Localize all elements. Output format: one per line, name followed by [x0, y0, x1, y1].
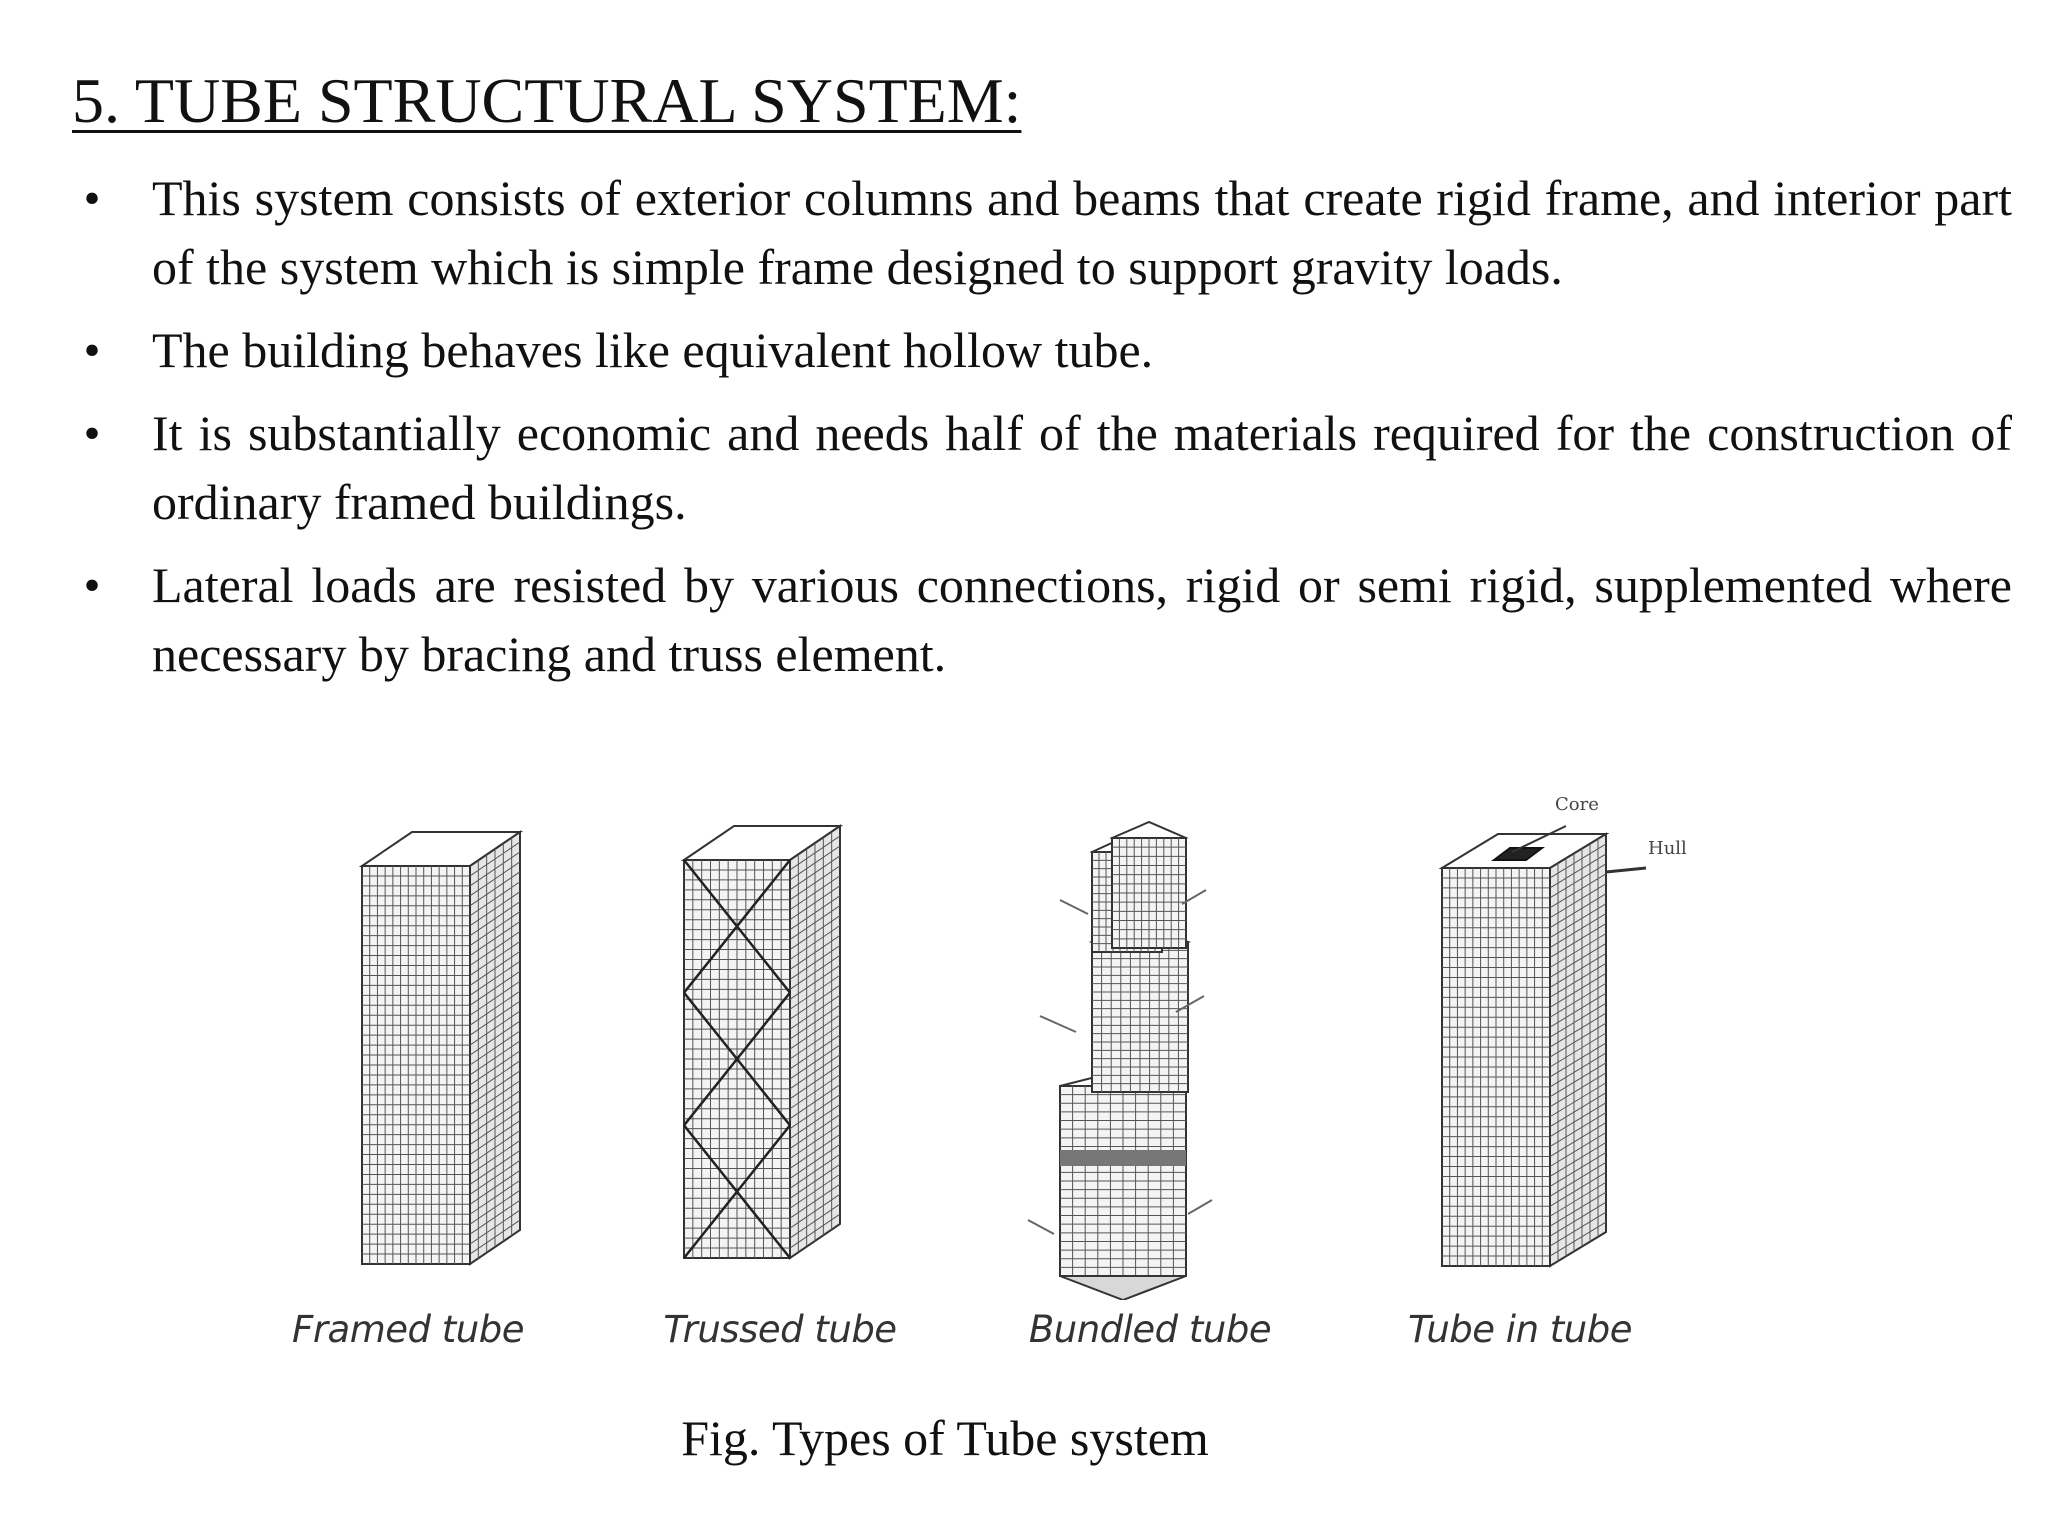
tube-in-tube-drawing: [1438, 825, 1647, 1268]
framed-tube-label: Framed tube: [292, 1308, 524, 1351]
bullet-item: • It is substantially economic and needs…: [72, 399, 2012, 537]
bullet-icon: •: [83, 407, 101, 460]
trussed-tube-label: Trussed tube: [663, 1308, 897, 1351]
bullet-list: • This system consists of exterior colum…: [72, 164, 2012, 703]
bullet-item: • This system consists of exterior colum…: [72, 164, 2012, 302]
bullet-text: The building behaves like equivalent hol…: [152, 322, 1154, 378]
tube-systems-figure: Core Hull Framed tube Trussed tube Bundl…: [270, 780, 1720, 1390]
bullet-item: • The building behaves like equivalent h…: [72, 316, 2012, 385]
bullet-icon: •: [83, 324, 101, 377]
hull-annotation: Hull: [1648, 838, 1687, 859]
bullet-item: • Lateral loads are resisted by various …: [72, 551, 2012, 689]
bullet-text: It is substantially economic and needs h…: [152, 405, 2012, 530]
tube-systems-illustration: [358, 820, 1647, 1300]
bullet-icon: •: [83, 172, 101, 225]
bullet-icon: •: [83, 559, 101, 612]
core-annotation: Core: [1555, 794, 1599, 815]
bullet-text: Lateral loads are resisted by various co…: [152, 557, 2012, 682]
tube-in-tube-label: Tube in tube: [1407, 1308, 1633, 1351]
trussed-tube-drawing: [680, 824, 844, 1260]
framed-tube-drawing: [358, 830, 524, 1266]
bundled-tube-drawing: [1027, 820, 1213, 1300]
figure-caption: Fig. Types of Tube system: [681, 1410, 1209, 1466]
slide-title: 5. TUBE STRUCTURAL SYSTEM:: [72, 65, 1022, 136]
core-icon: [1491, 825, 1567, 861]
bundled-tube-label: Bundled tube: [1028, 1308, 1272, 1351]
bullet-text: This system consists of exterior columns…: [152, 170, 2012, 295]
